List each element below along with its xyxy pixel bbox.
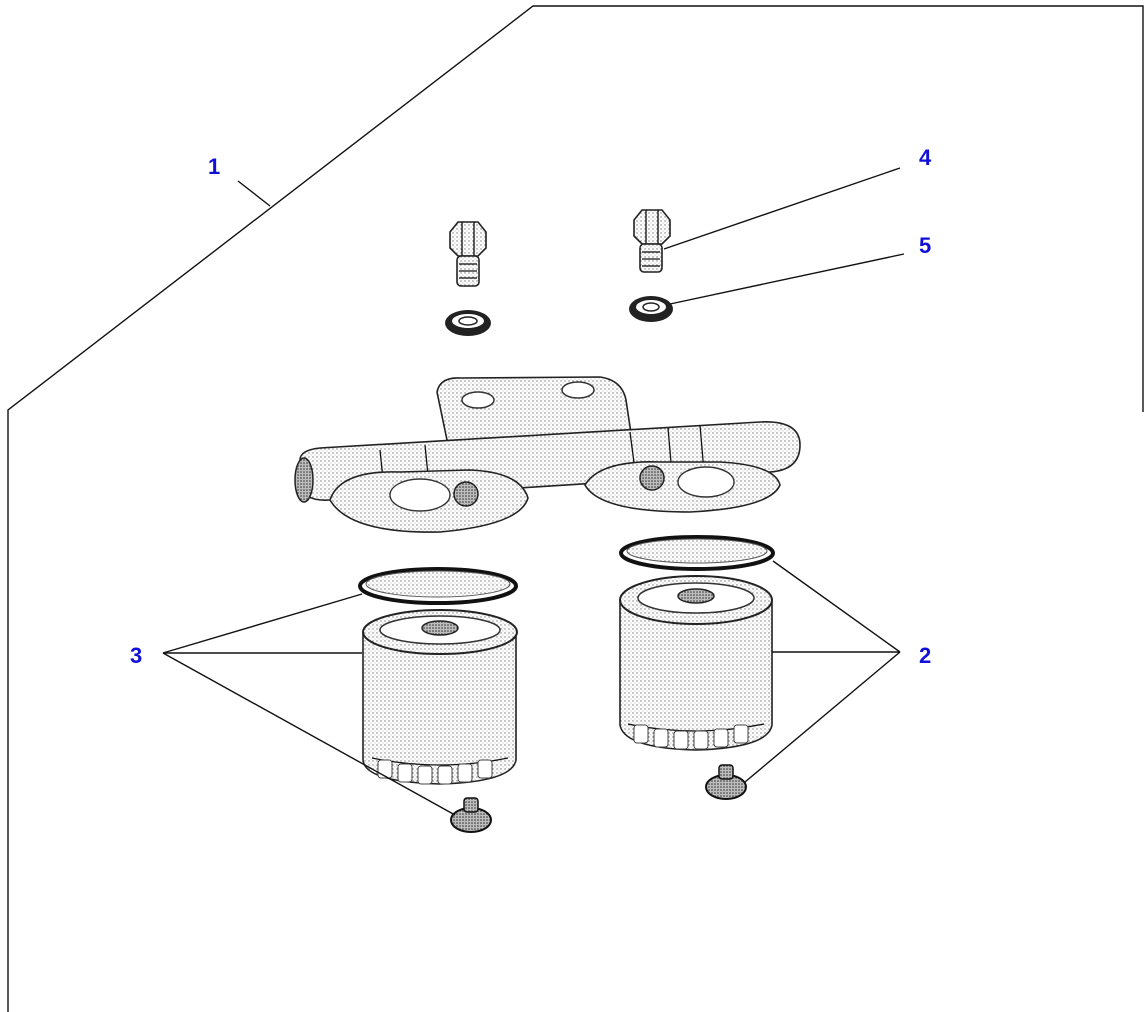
leader-2c — [744, 651, 901, 783]
o-ring-right — [619, 535, 775, 571]
filter-cartridge-right — [619, 575, 773, 751]
callout-2: 2 — [919, 643, 931, 668]
leader-3a — [162, 593, 363, 654]
leader-2a — [772, 560, 901, 653]
leader-3c — [162, 652, 456, 816]
leader-4 — [663, 167, 901, 250]
callout-3: 3 — [130, 643, 142, 668]
callout-1: 1 — [208, 154, 220, 179]
callout-5: 5 — [919, 233, 931, 258]
o-ring-left — [358, 567, 518, 605]
callout-4: 4 — [919, 145, 932, 170]
leader-5 — [669, 253, 905, 305]
filter-head-bracket — [294, 376, 801, 533]
bolt-left — [449, 221, 487, 287]
bolt-right — [633, 209, 671, 273]
assembly-boundary — [7, 5, 1144, 1012]
leader-1 — [237, 180, 271, 207]
filter-cartridge-left — [362, 609, 518, 785]
leader-lines — [162, 167, 905, 816]
drain-plug-left — [450, 797, 492, 833]
drain-plug-right — [705, 764, 747, 800]
washer-left — [445, 310, 491, 336]
washer-right — [629, 296, 673, 322]
